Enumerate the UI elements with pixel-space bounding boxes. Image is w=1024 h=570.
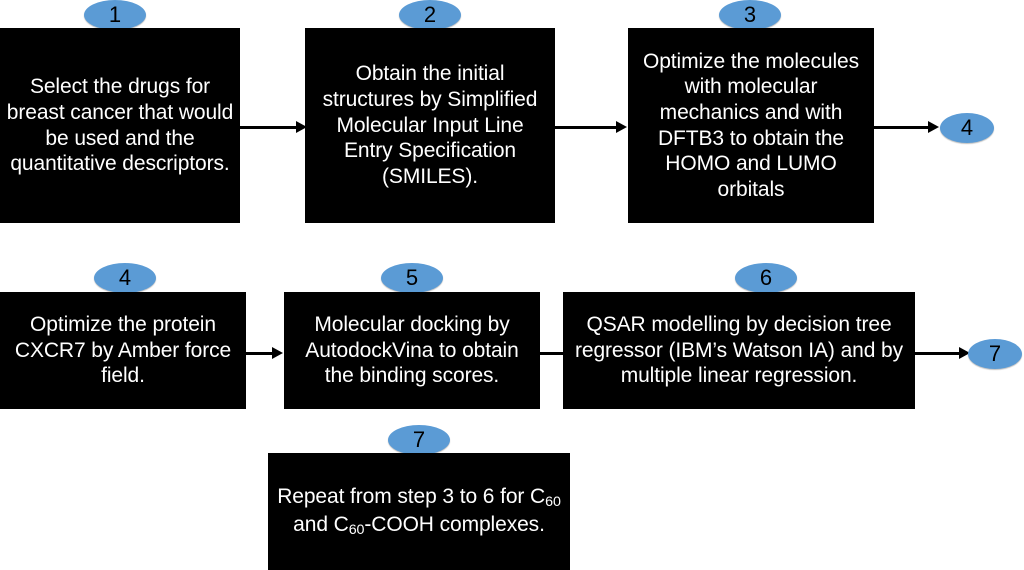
continuation-badge-row1-label: 4 [960,115,974,140]
step-box-3-text: Optimize the molecules with molecular me… [642,49,860,201]
step-badge-5-label: 5 [405,265,419,290]
arrowhead-3-to-next [928,121,939,133]
continuation-badge-row2-label: 7 [988,341,1002,366]
step-badge-3-label: 3 [743,2,757,27]
step-box-5[interactable]: Molecular docking by AutodockVina to obt… [284,292,540,409]
step-box-7[interactable]: Repeat from step 3 to 6 for C60 and C60-… [268,453,570,570]
step-badge-2: 2 [399,0,461,30]
step-box-1-text: Select the drugs for breast cancer that … [6,75,234,176]
step-box-6[interactable]: QSAR modelling by decision tree regresso… [563,292,915,409]
step-badge-5: 5 [381,263,443,293]
connector-1-to-2 [240,126,298,129]
step-box-3[interactable]: Optimize the molecules with molecular me… [628,28,874,223]
connector-2-to-3 [555,126,617,129]
step-badge-2-label: 2 [423,2,437,27]
step-badge-4: 4 [94,263,156,293]
step-badge-7-label: 7 [412,427,426,452]
continuation-badge-row1: 4 [940,113,994,143]
step-badge-6: 6 [735,263,797,293]
arrowhead-2-to-3 [616,121,627,133]
step-box-2[interactable]: Obtain the initial structures by Simplif… [305,28,555,223]
connector-5-to-6 [540,352,566,355]
step-box-5-text: Molecular docking by AutodockVina to obt… [305,313,519,388]
continuation-badge-row2: 7 [968,339,1022,369]
step-badge-6-label: 6 [759,265,773,290]
step-box-4-text: Optimize the protein CXCR7 by Amber forc… [14,313,232,388]
arrowhead-6-to-next [959,347,970,359]
connector-3-to-next [874,126,930,129]
step-box-2-text: Obtain the initial structures by Simplif… [322,62,538,188]
step-badge-7: 7 [388,425,450,455]
connector-4-to-5 [246,352,274,355]
step-badge-3: 3 [719,0,781,30]
step-box-4[interactable]: Optimize the protein CXCR7 by Amber forc… [0,292,246,409]
step-box-7-text: Repeat from step 3 to 6 for C60 and C60-… [277,484,561,538]
step-badge-1-label: 1 [108,2,122,27]
arrowhead-4-to-5 [272,347,283,359]
step-badge-1: 1 [84,0,146,30]
step-badge-4-label: 4 [118,265,132,290]
step-box-6-text: QSAR modelling by decision tree regresso… [574,313,904,388]
connector-6-to-next [915,352,961,355]
arrowhead-1-to-2 [296,121,307,133]
step-box-1[interactable]: Select the drugs for breast cancer that … [0,28,240,223]
